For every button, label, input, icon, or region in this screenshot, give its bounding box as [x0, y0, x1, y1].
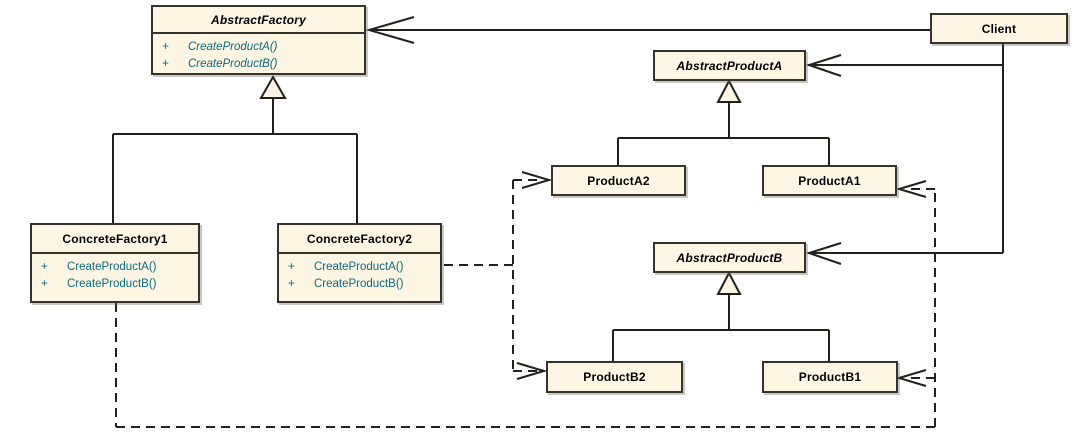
- open-arrowhead-icon: [521, 171, 553, 189]
- class-name: ProductA2: [587, 173, 650, 188]
- edge-client-abstractfactory: [365, 16, 930, 44]
- class-name: ProductB1: [798, 370, 862, 384]
- hollow-triangle-icon: [716, 78, 742, 103]
- hollow-triangle-icon: [716, 270, 742, 295]
- method-create-product-b: + CreateProductB(): [162, 58, 278, 70]
- open-arrowhead-icon: [895, 180, 927, 198]
- class-concrete-factory1: ConcreteFactory1 + CreateProductA() + Cr…: [30, 223, 200, 303]
- edge-generalization-products-b: [612, 270, 830, 361]
- class-abstract-product-a: AbstractProductA: [653, 50, 806, 81]
- class-abstract-factory: AbstractFactory + CreateProductA() + Cre…: [151, 5, 366, 75]
- class-name: ConcreteFactory1: [32, 225, 198, 254]
- class-product-a1: ProductA1: [762, 165, 897, 196]
- class-name: ConcreteFactory2: [279, 225, 440, 254]
- hollow-triangle-icon: [259, 74, 287, 99]
- edge-client-abstractproducts: [805, 44, 1004, 265]
- open-arrowhead-icon: [805, 242, 842, 265]
- class-concrete-factory2: ConcreteFactory2 + CreateProductA() + Cr…: [277, 223, 442, 303]
- class-product-b1: ProductB1: [762, 361, 898, 393]
- open-arrowhead-icon: [805, 54, 842, 77]
- class-name: ProductB2: [583, 370, 646, 384]
- method-create-product-b: + CreateProductB(): [288, 278, 404, 290]
- class-product-b2: ProductB2: [546, 361, 683, 393]
- method-create-product-a: + CreateProductA(): [41, 261, 157, 273]
- class-name: ProductA1: [798, 173, 861, 188]
- class-name: AbstractProductA: [676, 58, 783, 73]
- method-compartment: + CreateProductA() + CreateProductB(): [279, 254, 440, 293]
- edge-generalization-products-a: [617, 78, 830, 165]
- edge-dependency-concretefactory1: [115, 180, 936, 428]
- class-name: Client: [981, 21, 1017, 36]
- open-arrowhead-icon: [895, 369, 927, 387]
- edge-dependency-concretefactory2: [444, 171, 553, 380]
- method-create-product-b: + CreateProductB(): [41, 278, 157, 290]
- method-compartment: + CreateProductA() + CreateProductB(): [32, 254, 198, 293]
- edge-generalization-factories: [112, 74, 358, 223]
- method-create-product-a: + CreateProductA(): [162, 41, 278, 53]
- class-abstract-product-b: AbstractProductB: [653, 242, 806, 273]
- class-client: Client: [930, 13, 1068, 44]
- class-name: AbstractProductB: [676, 250, 783, 265]
- open-arrowhead-icon: [365, 16, 415, 44]
- method-create-product-a: + CreateProductA(): [288, 261, 404, 273]
- class-name: AbstractFactory: [153, 7, 364, 34]
- class-product-a2: ProductA2: [551, 165, 686, 196]
- method-compartment: + CreateProductA() + CreateProductB(): [153, 34, 364, 73]
- open-arrowhead-icon: [516, 362, 548, 380]
